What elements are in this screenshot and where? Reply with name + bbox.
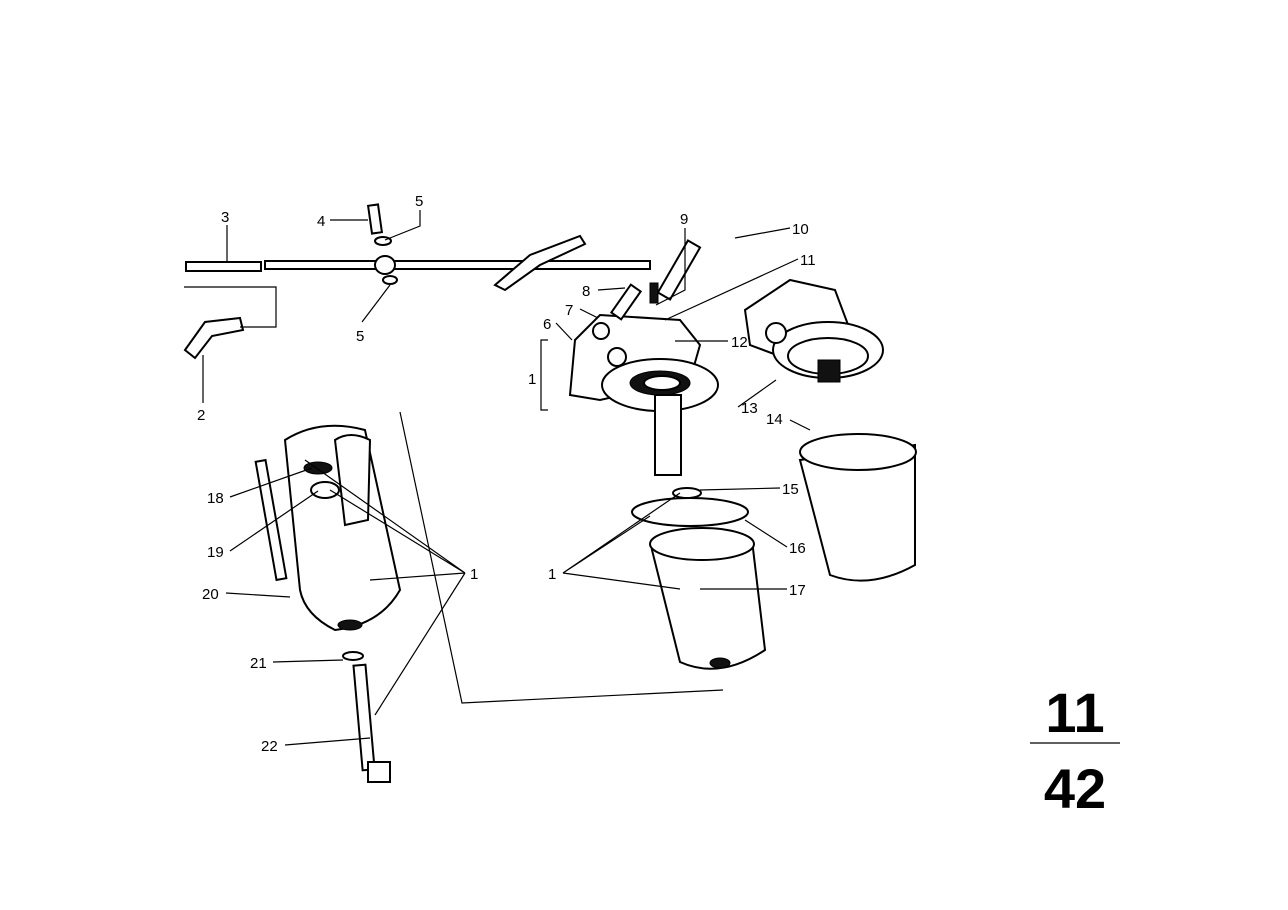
callout-18: 18	[207, 490, 224, 507]
callout-12: 12	[731, 334, 748, 351]
bolt-22	[352, 663, 376, 772]
filter-element-17	[631, 487, 767, 670]
callout-1: 1	[470, 566, 478, 583]
callout-13: 13	[741, 400, 758, 417]
group-bracket	[540, 339, 548, 411]
washer-21	[342, 651, 364, 661]
callout-20: 20	[202, 586, 219, 603]
callouts: 3 4 5 5 2 9 10 11 8 7 6 12 1 13 14 15 16…	[197, 193, 816, 755]
spin-on-filter-head	[743, 278, 884, 383]
callout-21: 21	[250, 655, 267, 672]
callout-22: 22	[261, 738, 278, 755]
page-number: 42	[1044, 757, 1106, 820]
callout-3: 3	[221, 209, 229, 226]
gasket-16	[631, 497, 749, 527]
callout-1: 1	[528, 371, 536, 388]
callout-4: 4	[317, 213, 325, 230]
callout-9: 9	[680, 211, 688, 228]
callout-11: 11	[800, 252, 816, 269]
ring-15	[672, 487, 702, 499]
oil-filter-head	[568, 239, 719, 476]
callout-10: 10	[792, 221, 809, 238]
bracket-2	[183, 316, 245, 360]
callout-2: 2	[197, 407, 205, 424]
group-number: 11	[1045, 681, 1104, 744]
callout-8: 8	[582, 283, 590, 300]
callout-6: 6	[543, 316, 551, 333]
callout-1: 1	[548, 566, 556, 583]
callout-15: 15	[782, 481, 799, 498]
callout-7: 7	[565, 302, 573, 319]
pipe-bracket	[493, 234, 587, 292]
banjo-bolt-4	[366, 203, 384, 235]
callout-17: 17	[789, 582, 806, 599]
spin-on-filter-14	[798, 433, 917, 582]
callout-14: 14	[766, 411, 783, 428]
leader-lines	[202, 210, 1120, 746]
group-outline	[399, 411, 724, 704]
pipe-segment-3	[185, 261, 262, 272]
callout-16: 16	[789, 540, 806, 557]
oil-pipe-assembly	[183, 203, 651, 360]
callout-5: 5	[356, 328, 364, 345]
callout-19: 19	[207, 544, 224, 561]
callout-5: 5	[415, 193, 423, 210]
filter-housing-20	[254, 424, 402, 783]
main-pipe	[264, 260, 651, 270]
